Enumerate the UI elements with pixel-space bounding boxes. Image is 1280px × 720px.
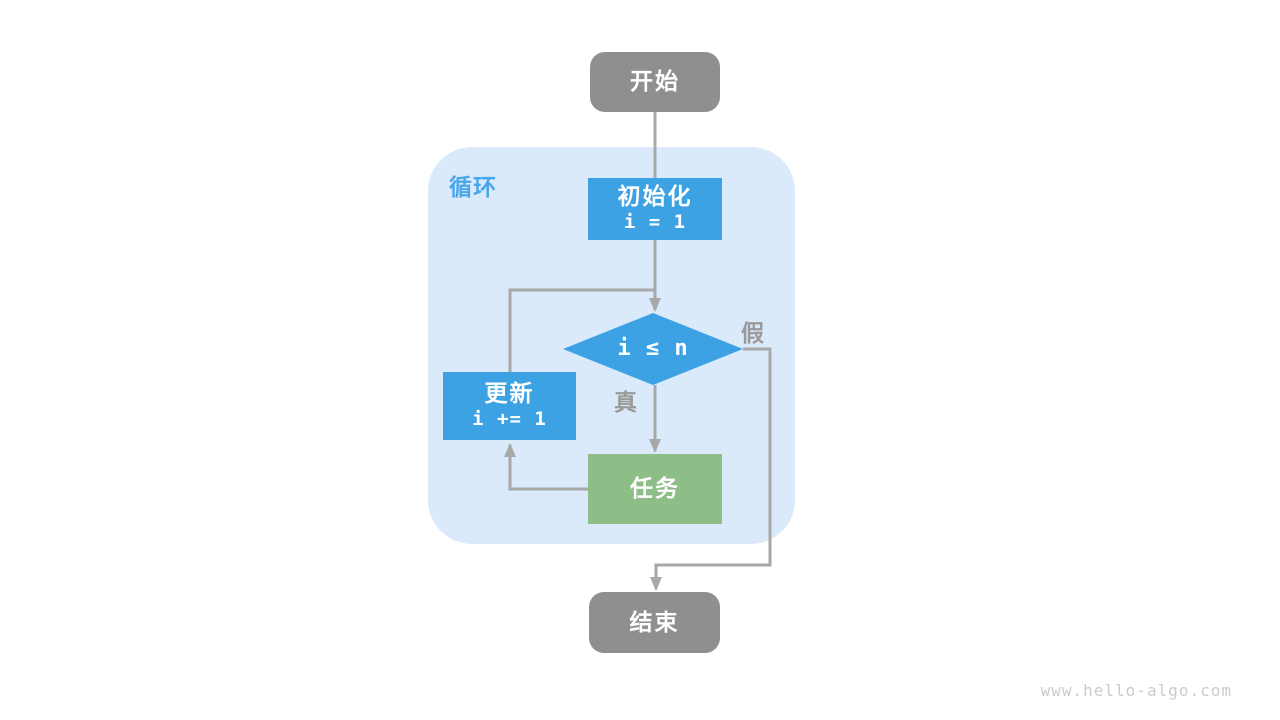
node-update-code: i += 1 xyxy=(472,408,547,431)
watermark-text: www.hello-algo.com xyxy=(1040,681,1232,700)
node-init: 初始化 i = 1 xyxy=(588,178,722,240)
node-update: 更新 i += 1 xyxy=(443,372,576,440)
branch-label-false: 假 xyxy=(741,320,765,346)
branch-label-true: 真 xyxy=(614,389,638,415)
edge-task-to-update xyxy=(504,443,588,491)
node-end-label: 结束 xyxy=(629,608,680,635)
node-start: 开始 xyxy=(590,52,720,112)
edge-update-to-condition xyxy=(508,288,656,372)
node-task: 任务 xyxy=(588,454,722,524)
node-init-label: 初始化 xyxy=(617,182,693,209)
node-update-label: 更新 xyxy=(484,379,535,406)
node-condition-label: i ≤ n xyxy=(617,335,689,361)
node-end: 结束 xyxy=(589,592,720,653)
loop-container-label: 循环 xyxy=(449,174,497,200)
node-init-code: i = 1 xyxy=(623,211,687,234)
edge-condition-to-end xyxy=(650,347,772,591)
node-task-label: 任务 xyxy=(630,475,680,502)
node-start-label: 开始 xyxy=(630,68,680,95)
